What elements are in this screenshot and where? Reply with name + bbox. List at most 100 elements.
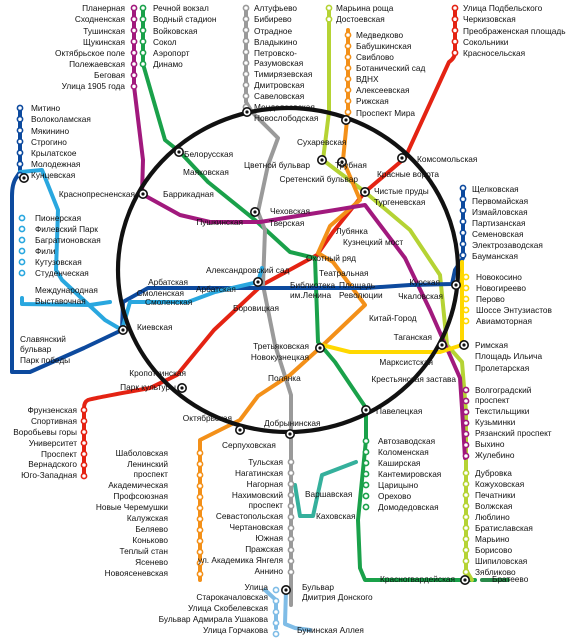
station-krylatskoe[interactable]: Крылатское	[31, 148, 77, 158]
station-rizhskaya[interactable]: Рижская	[356, 96, 389, 106]
station-slavyansky-1[interactable]: Славянский	[20, 334, 66, 344]
station-molodezhnaya[interactable]: Молодежная	[31, 159, 80, 169]
station-kashirskaya[interactable]: Каширская	[378, 458, 420, 468]
station-dobryninskaya[interactable]: Добрынинская	[264, 418, 321, 428]
station-dmitriya-donskogo-1[interactable]: Бульвар	[302, 582, 334, 592]
station-profsoyuznaya[interactable]: Профсоюзная	[113, 491, 168, 501]
station-aleksandrovsky-sad[interactable]: Александровский сад	[206, 265, 290, 275]
station-lyublino[interactable]: Люблино	[475, 512, 510, 522]
station-okhotny-ryad[interactable]: Охотный ряд	[306, 253, 356, 263]
station-polezhaevskaya[interactable]: Полежаевская	[69, 59, 125, 69]
station-tsvetnoy-bulvar[interactable]: Цветной бульвар	[244, 160, 310, 170]
station-babushkinskaya[interactable]: Бабушкинская	[356, 41, 411, 51]
station-slavyansky-2[interactable]: бульвар	[20, 344, 52, 354]
station-kuntsevskaya[interactable]: Кунцевская	[31, 170, 75, 180]
station-varshavskaya[interactable]: Варшавская	[305, 489, 352, 499]
station-otradnoe[interactable]: Отрадное	[254, 26, 293, 36]
station-novye-cheryomushki[interactable]: Новые Черемушки	[96, 502, 169, 512]
station-myakinino[interactable]: Мякинино	[31, 126, 69, 136]
station-chertanovskaya[interactable]: Чертановская	[230, 522, 283, 532]
station-vladykino[interactable]: Владыкино	[254, 37, 298, 47]
station-alekseevskaya[interactable]: Алексеевская	[356, 85, 409, 95]
station-kolomenskaya[interactable]: Коломенская	[378, 447, 429, 457]
station-bratislavskaya[interactable]: Братиславская	[475, 523, 533, 533]
station-nagornaya[interactable]: Нагорная	[247, 479, 283, 489]
station-planernaya[interactable]: Планерная	[82, 3, 125, 13]
station-izmaylovskaya[interactable]: Измайловская	[472, 207, 528, 217]
station-shosse-entuziastov[interactable]: Шоссе Энтузиастов	[476, 305, 553, 315]
station-arbatskaya-arb[interactable]: Арбатская	[196, 284, 236, 294]
station-sukharevskaya[interactable]: Сухаревская	[297, 137, 346, 147]
station-sportivnaya[interactable]: Спортивная	[31, 416, 77, 426]
station-nagatinskaya[interactable]: Нагатинская	[235, 468, 283, 478]
station-ploshchad-ilicha[interactable]: Площадь Ильича	[475, 351, 543, 361]
station-avtozavodskaya[interactable]: Автозаводская	[378, 436, 435, 446]
station-sretensky-bulvar[interactable]: Сретенский бульвар	[280, 174, 359, 184]
station-pechatniki[interactable]: Печатники	[475, 490, 516, 500]
station-gorchakova[interactable]: Улица Горчакова	[203, 625, 268, 635]
station-studencheskaya[interactable]: Студенческая	[35, 268, 89, 278]
station-krasnopresnenskaya[interactable]: Краснопресненская	[59, 189, 135, 199]
station-proletarskaya[interactable]: Пролетарская	[475, 363, 529, 373]
station-prospekt-2[interactable]: Вернадского	[28, 459, 77, 469]
station-paveletskaya[interactable]: Павелецкая	[376, 406, 422, 416]
station-krasnye-vorota[interactable]: Красные ворота	[377, 169, 439, 179]
station-aviamotornaya[interactable]: Авиамоторная	[476, 316, 532, 326]
station-begovaya[interactable]: Беговая	[94, 70, 125, 80]
station-kantemirovskaya[interactable]: Кантемировская	[378, 469, 441, 479]
station-marksistskaya[interactable]: Марксистская	[379, 357, 433, 367]
station-preobrazhenskaya[interactable]: Преображенская площадь	[463, 26, 566, 36]
station-akademicheskaya[interactable]: Академическая	[108, 480, 168, 490]
station-volokolamskaya[interactable]: Волоколамская	[31, 114, 91, 124]
station-kurskaya[interactable]: Курская	[409, 277, 440, 287]
station-vodny-stadion[interactable]: Водный стадион	[153, 14, 216, 24]
station-volzhskaya[interactable]: Волжская	[475, 501, 512, 511]
station-kuznetsky-most[interactable]: Кузнецкий мост	[343, 237, 403, 247]
station-sokol[interactable]: Сокол	[153, 37, 177, 47]
station-perovo[interactable]: Перово	[476, 294, 505, 304]
station-revolyutsii[interactable]: Революции	[339, 290, 383, 300]
station-prospekt-mira[interactable]: Проспект Мира	[356, 108, 415, 118]
station-sokolniki[interactable]: Сокольники	[463, 37, 509, 47]
station-akademika-yangelya[interactable]: ул. Академика Янгеля	[198, 555, 283, 565]
station-krasnogvardeyskaya[interactable]: Красногвардейская	[380, 574, 455, 584]
station-altufyevo[interactable]: Алтуфьево	[254, 3, 297, 13]
station-sevastopolskaya[interactable]: Севастопольская	[216, 511, 283, 521]
station-ulitsa-2[interactable]: Старокачаловская	[196, 592, 268, 602]
station-lubyanka[interactable]: Лубянка	[336, 226, 368, 236]
station-petrovsko-1[interactable]: Петровско-	[254, 48, 297, 58]
station-yasenevo[interactable]: Ясенево	[135, 557, 168, 567]
station-smolenskaya-arb[interactable]: Смоленская	[145, 297, 192, 307]
station-barrikadnaya[interactable]: Баррикадная	[163, 189, 214, 199]
station-vdnkh[interactable]: ВДНХ	[356, 74, 379, 84]
station-yugo-zapadnaya[interactable]: Юго-Западная	[21, 470, 77, 480]
station-leninsky-1[interactable]: Ленинский	[127, 459, 168, 469]
station-chistye-prudy[interactable]: Чистые пруды	[374, 186, 429, 196]
station-semenovskaya[interactable]: Семеновская	[472, 229, 524, 239]
station-turgenevskaya[interactable]: Тургеневская	[374, 197, 425, 207]
station-petrovsko-2[interactable]: Разумовская	[254, 58, 303, 68]
station-prazhskaya[interactable]: Пражская	[245, 544, 283, 554]
station-bagrationovskaya[interactable]: Багратионовская	[35, 235, 101, 245]
station-serpukhovskaya[interactable]: Серпуховская	[222, 440, 276, 450]
station-leninsky-2[interactable]: проспект	[133, 469, 168, 479]
station-shchelkovskaya[interactable]: Щелковская	[472, 184, 519, 194]
station-botanichesky-sad[interactable]: Ботанический сад	[356, 63, 425, 73]
station-shipilovskaya[interactable]: Шипиловская	[475, 556, 527, 566]
station-pushkinskaya[interactable]: Пушкинская	[196, 217, 243, 227]
station-volgogradsky-2[interactable]: проспект	[475, 395, 510, 405]
station-tushinskaya[interactable]: Тушинская	[83, 26, 125, 36]
station-kozhukhovskaya[interactable]: Кожуховская	[475, 479, 524, 489]
station-voykovskaya[interactable]: Войковская	[153, 26, 198, 36]
station-chekhovskaya[interactable]: Чеховская	[270, 206, 310, 216]
station-kakhovskaya[interactable]: Каховская	[316, 511, 356, 521]
station-pervomayskaya[interactable]: Первомайская	[472, 196, 528, 206]
station-baumanskaya[interactable]: Бауманская	[472, 251, 518, 261]
station-annino[interactable]: Аннино	[254, 566, 283, 576]
station-nakhimovsky-1[interactable]: Нахимовский	[232, 490, 283, 500]
station-novokosino[interactable]: Новокосино	[476, 272, 522, 282]
station-chkalovskaya[interactable]: Чкаловская	[398, 291, 443, 301]
station-cherkizovskaya[interactable]: Черкизовская	[463, 14, 516, 24]
station-krasnoselskaya[interactable]: Красносельская	[463, 48, 525, 58]
station-im-lenina[interactable]: им.Ленина	[290, 290, 332, 300]
